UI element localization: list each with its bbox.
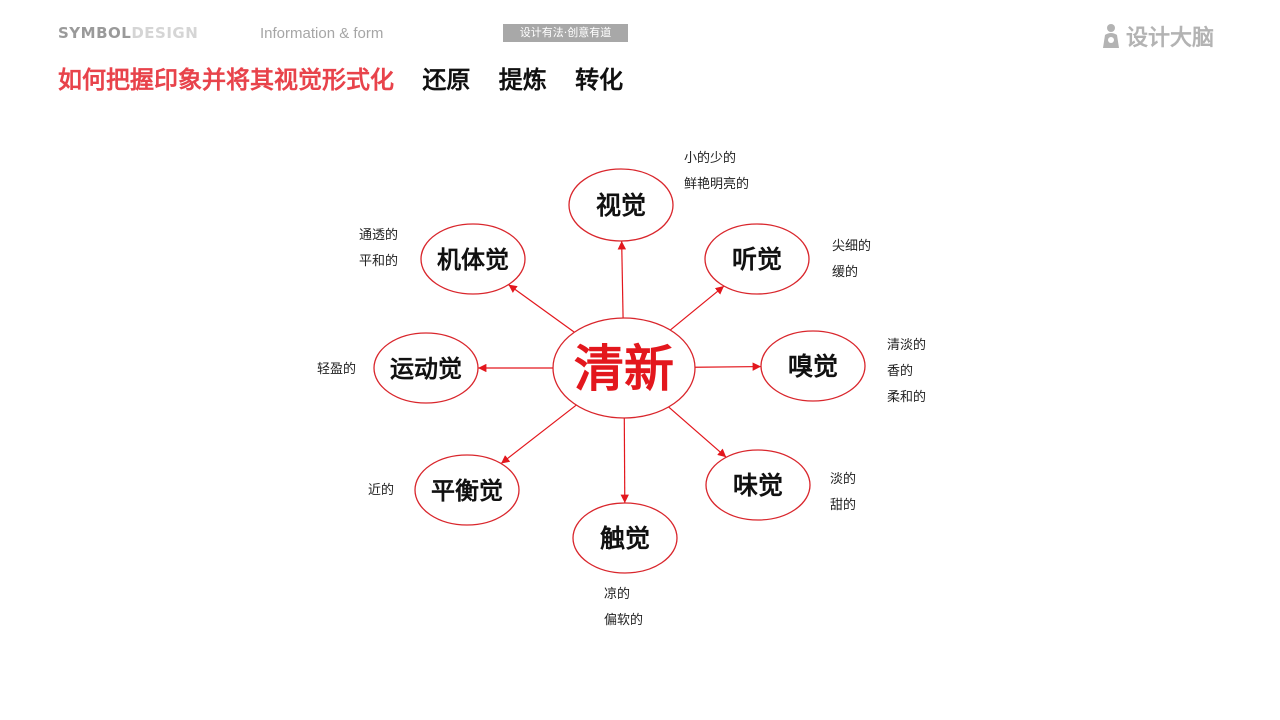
center-node-ellipse bbox=[552, 317, 696, 419]
adjective-body-0: 通透的 bbox=[359, 228, 399, 243]
title-step-convert: 转化 bbox=[575, 66, 624, 94]
center-node-label: 清新 bbox=[574, 339, 674, 398]
node-balance-ellipse bbox=[414, 454, 520, 526]
adjectives-body: 通透的平和的 bbox=[359, 223, 398, 275]
adjective-hearing-0: 尖细的 bbox=[832, 239, 872, 254]
arrow-to-hearing bbox=[669, 285, 725, 331]
node-smell-ellipse bbox=[760, 330, 866, 402]
node-taste-ellipse bbox=[705, 449, 811, 521]
brain-logo-icon bbox=[1103, 24, 1119, 48]
arrow-to-touch bbox=[620, 417, 629, 504]
adjective-touch-1: 偏软的 bbox=[604, 613, 644, 628]
brand-part-symbol: SYMBOL bbox=[58, 24, 132, 42]
node-hearing-label: 听觉 bbox=[732, 245, 782, 274]
adjectives-vision: 小的少的鲜艳明亮的 bbox=[684, 146, 749, 198]
arrow-to-body bbox=[508, 284, 575, 333]
adjective-taste-1: 甜的 bbox=[830, 498, 857, 513]
slogan-tag: 设计有法·创意有道 bbox=[503, 24, 628, 42]
arrow-to-vision bbox=[617, 240, 627, 319]
arrow-to-taste bbox=[668, 406, 727, 458]
adjective-vision-1: 鲜艳明亮的 bbox=[684, 177, 750, 192]
page-title: 如何把握印象并将其视觉形式化 还原 提炼 转化 bbox=[58, 60, 623, 95]
adjectives-motion: 轻盈的 bbox=[317, 357, 356, 383]
node-vision-label: 视觉 bbox=[596, 191, 646, 220]
brand-part-design: DESIGN bbox=[131, 24, 199, 42]
adjectives-hearing: 尖细的缓的 bbox=[832, 234, 871, 286]
adjectives-touch: 凉的偏软的 bbox=[604, 582, 643, 634]
node-touch-label: 触觉 bbox=[600, 524, 650, 553]
node-taste-label: 味觉 bbox=[733, 471, 783, 500]
title-step-restore: 还原 bbox=[422, 66, 471, 94]
node-hearing-ellipse bbox=[704, 223, 810, 295]
adjective-taste-0: 淡的 bbox=[830, 472, 857, 487]
diagram-edges bbox=[478, 240, 762, 504]
adjective-vision-0: 小的少的 bbox=[684, 151, 737, 166]
node-smell-label: 嗅觉 bbox=[788, 352, 838, 381]
title-main: 如何把握印象并将其视觉形式化 bbox=[58, 66, 394, 94]
node-touch-ellipse bbox=[572, 502, 678, 574]
adjective-smell-1: 香的 bbox=[887, 364, 914, 379]
node-body-label: 机体觉 bbox=[437, 245, 509, 274]
adjective-smell-2: 柔和的 bbox=[887, 390, 927, 405]
adjective-motion-0: 轻盈的 bbox=[317, 362, 357, 377]
node-balance-label: 平衡觉 bbox=[431, 476, 503, 505]
adjectives-smell: 清淡的香的柔和的 bbox=[887, 333, 926, 411]
adjective-touch-0: 凉的 bbox=[604, 587, 631, 602]
node-motion-ellipse bbox=[373, 332, 479, 404]
adjectives-balance: 近的 bbox=[368, 478, 394, 504]
node-vision-ellipse bbox=[568, 168, 674, 242]
node-body-ellipse bbox=[420, 223, 526, 295]
logo-text: 设计大脑 bbox=[1126, 26, 1215, 51]
header-subtitle: Information & form bbox=[260, 25, 384, 42]
adjective-hearing-1: 缓的 bbox=[832, 265, 859, 280]
logo: 设计大脑 bbox=[1100, 20, 1214, 52]
brand-wordmark: SYMBOLDESIGN bbox=[58, 24, 198, 42]
node-motion-label: 运动觉 bbox=[390, 354, 462, 383]
arrow-to-balance bbox=[500, 404, 577, 465]
adjective-smell-0: 清淡的 bbox=[887, 338, 927, 353]
title-step-refine: 提炼 bbox=[498, 66, 547, 94]
arrow-to-smell bbox=[694, 362, 762, 371]
adjective-balance-0: 近的 bbox=[368, 483, 395, 498]
adjective-body-1: 平和的 bbox=[359, 254, 399, 269]
adjectives-taste: 淡的甜的 bbox=[830, 467, 856, 519]
